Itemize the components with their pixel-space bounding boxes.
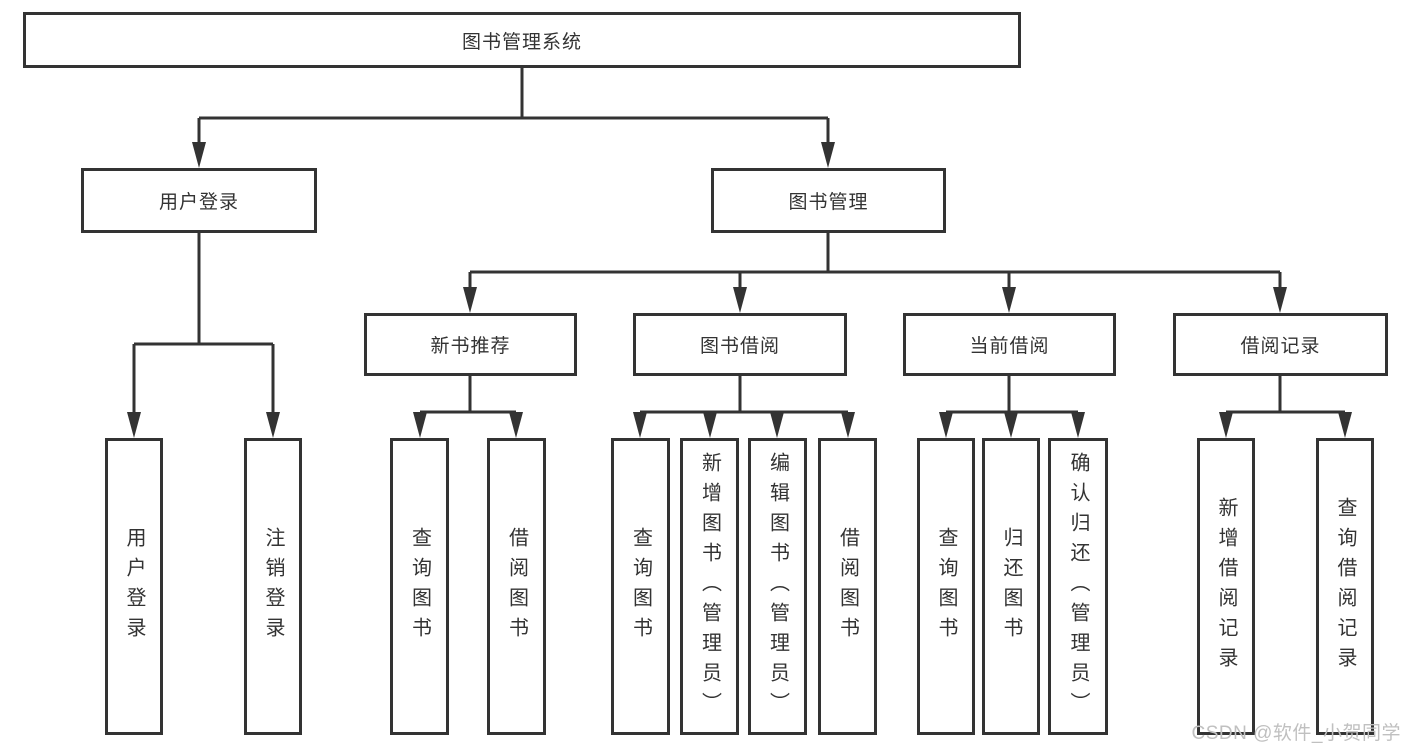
leaf-borrow-book: 借阅图书: [818, 438, 877, 735]
leaf-confirm-return-admin-label: 确认归还（管理员）: [1067, 451, 1089, 722]
leaf-newbook-query: 查询图书: [390, 438, 449, 735]
leaf-user-login-label: 用户登录: [123, 526, 145, 647]
node-user-login: 用户登录: [81, 168, 317, 233]
leaf-return-book-label: 归还图书: [1000, 526, 1022, 647]
leaf-newbook-borrow-label: 借阅图书: [505, 526, 528, 647]
node-new-book-recommend: 新书推荐: [364, 313, 577, 376]
leaf-record-query: 查询借阅记录: [1316, 438, 1374, 735]
node-borrow-record: 借阅记录: [1173, 313, 1388, 376]
leaf-borrow-query: 查询图书: [611, 438, 670, 735]
leaf-borrow-book-label: 借阅图书: [836, 526, 859, 647]
leaf-confirm-return-admin: 确认归还（管理员）: [1048, 438, 1108, 735]
node-book-borrow: 图书借阅: [633, 313, 847, 376]
leaf-newbook-query-label: 查询图书: [408, 526, 431, 647]
node-new-book-recommend-label: 新书推荐: [430, 336, 511, 357]
leaf-logout: 注销登录: [244, 438, 302, 735]
leaf-borrow-add-admin: 新增图书（管理员）: [680, 438, 739, 735]
leaf-record-query-label: 查询借阅记录: [1334, 496, 1356, 677]
node-book-management-label: 图书管理: [788, 192, 869, 213]
node-current-borrow-label: 当前借阅: [969, 336, 1050, 357]
node-root: 图书管理系统: [23, 12, 1021, 68]
leaf-return-book: 归还图书: [982, 438, 1040, 735]
leaf-current-query: 查询图书: [917, 438, 975, 735]
leaf-record-add-label: 新增借阅记录: [1215, 496, 1237, 677]
leaf-current-query-label: 查询图书: [935, 526, 957, 647]
node-borrow-record-label: 借阅记录: [1240, 336, 1321, 357]
node-user-login-label: 用户登录: [158, 192, 239, 213]
leaf-borrow-query-label: 查询图书: [629, 526, 652, 647]
leaf-user-login: 用户登录: [105, 438, 163, 735]
node-book-borrow-label: 图书借阅: [699, 336, 780, 357]
leaf-record-add: 新增借阅记录: [1197, 438, 1255, 735]
leaf-logout-label: 注销登录: [262, 526, 284, 647]
node-current-borrow: 当前借阅: [903, 313, 1116, 376]
node-book-management: 图书管理: [711, 168, 946, 233]
leaf-borrow-edit-admin-label: 编辑图书（管理员）: [766, 451, 789, 722]
node-root-label: 图书管理系统: [461, 31, 582, 53]
leaf-newbook-borrow: 借阅图书: [487, 438, 546, 735]
leaf-borrow-edit-admin: 编辑图书（管理员）: [748, 438, 807, 735]
arrowhead-icons: [127, 142, 1352, 438]
leaf-borrow-add-admin-label: 新增图书（管理员）: [698, 451, 721, 722]
